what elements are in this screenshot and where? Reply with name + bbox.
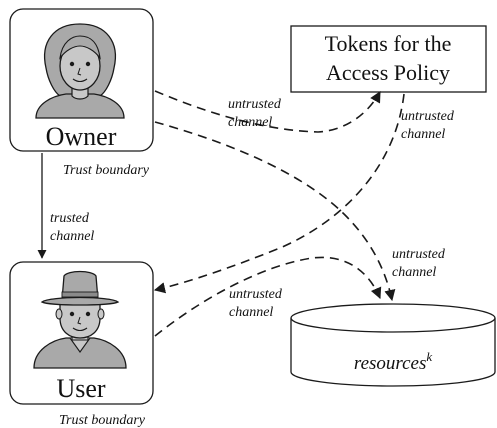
resources-cylinder-body (290, 318, 496, 387)
owner-trust-boundary-label: Trust boundary (63, 163, 150, 178)
owner-node: Owner (9, 8, 154, 152)
edge-owner-to-user-label-line2: channel (50, 229, 94, 244)
edge-user-to-resources-label-line2: channel (229, 305, 273, 320)
policy-box (290, 25, 487, 93)
owner-label: Owner (46, 122, 117, 151)
edge-policy-to-user (153, 93, 405, 294)
resources-node: resourcesk (290, 303, 496, 387)
svg-text:resourcesk: resourcesk (354, 349, 432, 374)
edge-policy-to-user-label-line2: channel (401, 127, 445, 142)
user-avatar-icon (33, 270, 127, 369)
edge-owner-to-resources (154, 121, 396, 302)
edge-owner-to-policy-label-line2: channel (228, 115, 272, 130)
edge-owner-to-resources-label-line1: untrusted (392, 247, 446, 262)
owner-avatar-icon (35, 23, 125, 119)
resources-superscript: k (426, 349, 432, 364)
edge-owner-to-policy (154, 90, 381, 133)
policy-node: Tokens for the Access Policy (290, 25, 487, 93)
user-label: User (56, 374, 105, 403)
resources-label: resources (354, 353, 426, 374)
edge-owner-to-user-label-line1: trusted (50, 211, 90, 226)
user-node: User (9, 261, 154, 405)
policy-label-line2: Access Policy (326, 60, 450, 85)
edge-user-to-resources (154, 256, 382, 337)
edge-user-to-resources-label-line1: untrusted (229, 287, 283, 302)
resources-cylinder-top (290, 303, 496, 333)
user-trust-boundary-label: Trust boundary (59, 413, 146, 428)
policy-label-line1: Tokens for the (325, 31, 452, 56)
edge-owner-to-policy-label-line1: untrusted (228, 97, 282, 112)
edge-policy-to-user-label-line1: untrusted (401, 109, 455, 124)
edge-owner-to-resources-label-line2: channel (392, 265, 436, 280)
